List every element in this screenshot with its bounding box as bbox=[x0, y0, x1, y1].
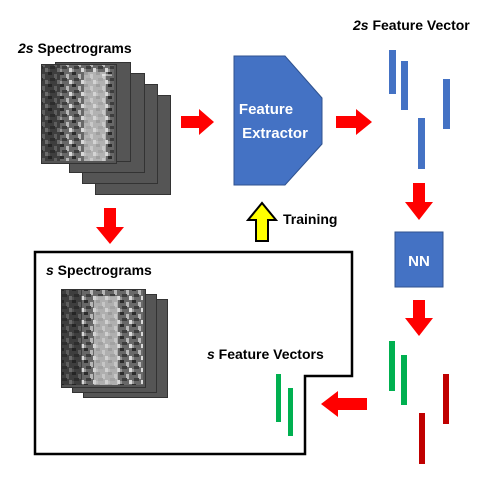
spectrograms-2s-title: 2s Spectrograms bbox=[18, 40, 132, 56]
extractor-label-line1: Feature bbox=[239, 101, 293, 118]
flow-arrows bbox=[96, 109, 433, 417]
green-bar bbox=[389, 341, 395, 391]
arrow-right-icon bbox=[181, 109, 214, 135]
blue-bar bbox=[389, 50, 396, 94]
arrow-left-icon bbox=[321, 391, 367, 417]
blue-bar bbox=[401, 61, 408, 110]
feature-extractor-shape bbox=[233, 55, 323, 186]
dark-red-bar bbox=[419, 413, 425, 464]
feature-vector-2s-title: 2s Feature Vector bbox=[353, 17, 470, 33]
nn-output-bars bbox=[389, 341, 449, 464]
feature-vectors-s-title: s Feature Vectors bbox=[207, 346, 324, 362]
training-label: Training bbox=[283, 211, 338, 227]
feature-vector-s-bars-left bbox=[276, 374, 293, 436]
blue-bar bbox=[418, 118, 425, 169]
green-bar bbox=[401, 355, 407, 405]
arrow-down-icon bbox=[96, 208, 124, 244]
arrow-right-icon bbox=[336, 109, 372, 135]
dark-red-bar bbox=[443, 374, 449, 424]
spectrogram-textures bbox=[42, 65, 143, 385]
blue-bar bbox=[443, 79, 450, 129]
green-bar bbox=[288, 388, 293, 436]
s-region-box bbox=[33, 250, 354, 456]
training-arrow-up-icon bbox=[245, 201, 279, 242]
arrow-down-icon bbox=[405, 183, 433, 220]
green-bar bbox=[276, 374, 281, 422]
spectrograms-s-title: s Spectrograms bbox=[46, 262, 152, 278]
feature-vector-2s-bars bbox=[389, 50, 450, 169]
nn-box bbox=[394, 231, 444, 288]
arrow-down-icon bbox=[405, 300, 433, 336]
nn-label: NN bbox=[408, 253, 430, 270]
extractor-label-line2: Extractor bbox=[242, 125, 308, 142]
